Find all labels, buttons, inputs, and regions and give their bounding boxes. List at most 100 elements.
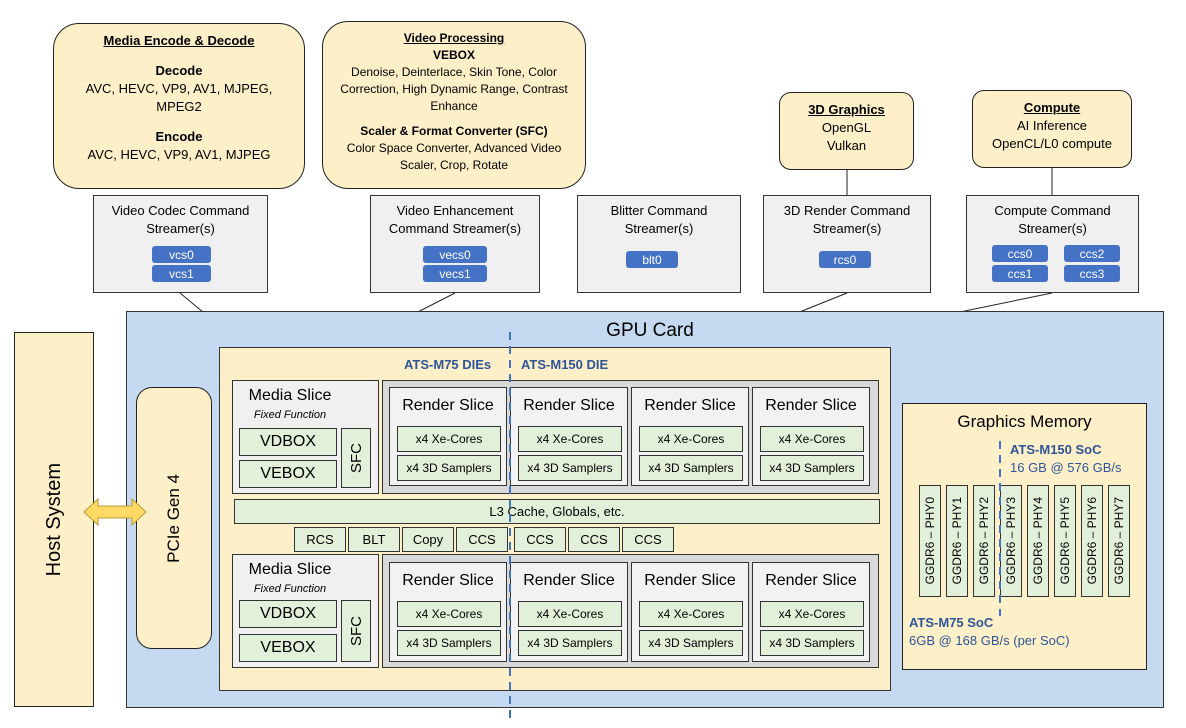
- tag-vcs0: vcs0: [152, 246, 211, 263]
- sfc-bottom-label: SFC: [347, 616, 365, 646]
- xe-cores: x4 Xe-Cores: [639, 601, 743, 627]
- render-slice: Render Slice x4 Xe-Cores x4 3D Samplers: [631, 387, 749, 486]
- graphics-memory: Graphics Memory ATS-M150 SoC 16 GB @ 576…: [902, 403, 1147, 670]
- encode-list: AVC, HEVC, VP9, AV1, MJPEG: [87, 147, 271, 162]
- vebox-heading: VEBOX: [432, 48, 475, 62]
- render-slice: Render Slice x4 Xe-Cores x4 3D Samplers: [389, 562, 507, 662]
- phy-7: GGDR6 – PHY7: [1108, 485, 1130, 597]
- engine-4: CCS: [514, 527, 566, 552]
- compute-box: Compute AI Inference OpenCL/L0 compute: [972, 90, 1132, 168]
- gpu-card-title: GPU Card: [606, 320, 694, 341]
- tag-ccs1: ccs1: [992, 265, 1048, 282]
- sfc-heading: Scaler & Format Converter (SFC): [360, 124, 548, 138]
- vdbox-top: VDBOX: [239, 428, 337, 456]
- xe-cores: x4 Xe-Cores: [397, 426, 501, 452]
- 3d-samplers: x4 3D Samplers: [760, 455, 864, 481]
- tag-ccs3: ccs3: [1064, 265, 1120, 282]
- 3d-samplers: x4 3D Samplers: [639, 630, 743, 656]
- decode-list: AVC, HEVC, VP9, AV1, MJPEG, MPEG2: [85, 81, 273, 114]
- video-codec-streamer-label: Video Codec Command Streamer(s): [111, 203, 250, 236]
- media-slice-bottom: Media Slice Fixed Function VDBOX VEBOX S…: [232, 554, 379, 668]
- media-slice-top: Media Slice Fixed Function VDBOX VEBOX S…: [232, 380, 379, 494]
- video-processing-title: Video Processing: [403, 31, 505, 45]
- tag-ccs2: ccs2: [1064, 245, 1120, 262]
- l3-cache: L3 Cache, Globals, etc.: [234, 499, 880, 524]
- 3d-samplers: x4 3D Samplers: [518, 630, 622, 656]
- pcie-box: PCIe Gen 4: [136, 387, 212, 649]
- render-3d-streamer-label: 3D Render Command Streamer(s): [783, 203, 911, 236]
- phy-6: GGDR6 – PHY6: [1081, 485, 1103, 597]
- phy-label: GGDR6 – PHY5: [1058, 497, 1072, 585]
- m150-soc-label: ATS-M150 SoC: [1010, 442, 1102, 457]
- host-system-box: Host System: [14, 332, 94, 707]
- phy-label: GGDR6 – PHY2: [977, 497, 991, 585]
- phy-2: GGDR6 – PHY2: [973, 485, 995, 597]
- compute-title: Compute: [1023, 100, 1081, 115]
- vdbox-bottom: VDBOX: [239, 600, 337, 628]
- video-enhancement-streamer: Video Enhancement Command Streamer(s) ve…: [370, 195, 540, 293]
- phy-label: GGDR6 – PHY0: [923, 497, 937, 585]
- tag-vecs1: vecs1: [423, 265, 487, 282]
- m75-soc-label: ATS-M75 SoC: [909, 615, 994, 630]
- engine-5: CCS: [568, 527, 620, 552]
- media-slice-subtitle: Fixed Function: [253, 409, 327, 421]
- memory-divider: [999, 441, 1001, 616]
- engine-2: Copy: [402, 527, 454, 552]
- graphics-3d-title: 3D Graphics: [808, 102, 885, 117]
- render-slice: Render Slice x4 Xe-Cores x4 3D Samplers: [510, 387, 628, 486]
- render-slice-title: Render Slice: [523, 572, 615, 589]
- xe-cores: x4 Xe-Cores: [518, 426, 622, 452]
- xe-cores: x4 Xe-Cores: [397, 601, 501, 627]
- video-processing-box: Video Processing VEBOX Denoise, Deinterl…: [322, 21, 586, 189]
- die-m75-label: ATS-M75 DIEs: [404, 357, 492, 372]
- engine-3: CCS: [456, 527, 508, 552]
- render-slice-title: Render Slice: [765, 572, 857, 589]
- 3d-samplers: x4 3D Samplers: [397, 455, 501, 481]
- graphics-3d-box: 3D Graphics OpenGL Vulkan: [779, 92, 914, 170]
- phy-0: GGDR6 – PHY0: [919, 485, 941, 597]
- render-slice-title: Render Slice: [523, 397, 615, 414]
- 3d-samplers: x4 3D Samplers: [397, 630, 501, 656]
- vebox-list: Denoise, Deinterlace, Skin Tone, Color C…: [340, 65, 568, 113]
- render-slice-title: Render Slice: [402, 397, 494, 414]
- graphics-memory-title: Graphics Memory: [957, 412, 1092, 431]
- media-slice-title: Media Slice: [248, 387, 332, 404]
- media-slice-title: Media Slice: [248, 561, 332, 578]
- die-divider: [509, 332, 511, 722]
- video-enhancement-streamer-label: Video Enhancement Command Streamer(s): [388, 203, 522, 236]
- phy-label: GGDR6 – PHY6: [1085, 497, 1099, 585]
- media-encode-decode-box: Media Encode & Decode Decode AVC, HEVC, …: [53, 23, 305, 189]
- render-slice-title: Render Slice: [644, 397, 736, 414]
- xe-cores: x4 Xe-Cores: [639, 426, 743, 452]
- render-slice-title: Render Slice: [765, 397, 857, 414]
- encode-heading: Encode: [155, 129, 203, 144]
- engine-1: BLT: [348, 527, 400, 552]
- 3d-samplers: x4 3D Samplers: [518, 455, 622, 481]
- compute-streamer-label: Compute Command Streamer(s): [994, 203, 1111, 236]
- m75-soc-spec: 6GB @ 168 GB/s (per SoC): [909, 633, 1070, 648]
- xe-cores: x4 Xe-Cores: [518, 601, 622, 627]
- host-system-label: Host System: [42, 462, 65, 577]
- tag-vecs0: vecs0: [423, 246, 487, 263]
- phy-label: GGDR6 – PHY3: [1004, 497, 1018, 585]
- blitter-streamer-label: Blitter Command Streamer(s): [610, 203, 708, 236]
- phy-label: GGDR6 – PHY4: [1031, 497, 1045, 585]
- graphics-3d-vulkan: Vulkan: [826, 138, 867, 153]
- video-codec-streamer: Video Codec Command Streamer(s) vcs0 vcs…: [93, 195, 268, 293]
- media-slice-subtitle: Fixed Function: [253, 583, 327, 595]
- vebox-top: VEBOX: [239, 460, 337, 488]
- m150-soc-spec: 16 GB @ 576 GB/s: [1010, 460, 1122, 475]
- render-3d-streamer: 3D Render Command Streamer(s) rcs0: [763, 195, 931, 293]
- graphics-3d-opengl: OpenGL: [821, 120, 872, 135]
- phy-1: GGDR6 – PHY1: [946, 485, 968, 597]
- render-slice: Render Slice x4 Xe-Cores x4 3D Samplers: [510, 562, 628, 662]
- render-slice-title: Render Slice: [402, 572, 494, 589]
- phy-4: GGDR6 – PHY4: [1027, 485, 1049, 597]
- 3d-samplers: x4 3D Samplers: [639, 455, 743, 481]
- tag-ccs0: ccs0: [992, 245, 1048, 262]
- xe-cores: x4 Xe-Cores: [760, 601, 864, 627]
- double-arrow-icon: [83, 497, 147, 527]
- compute-opencl: OpenCL/L0 compute: [992, 136, 1112, 151]
